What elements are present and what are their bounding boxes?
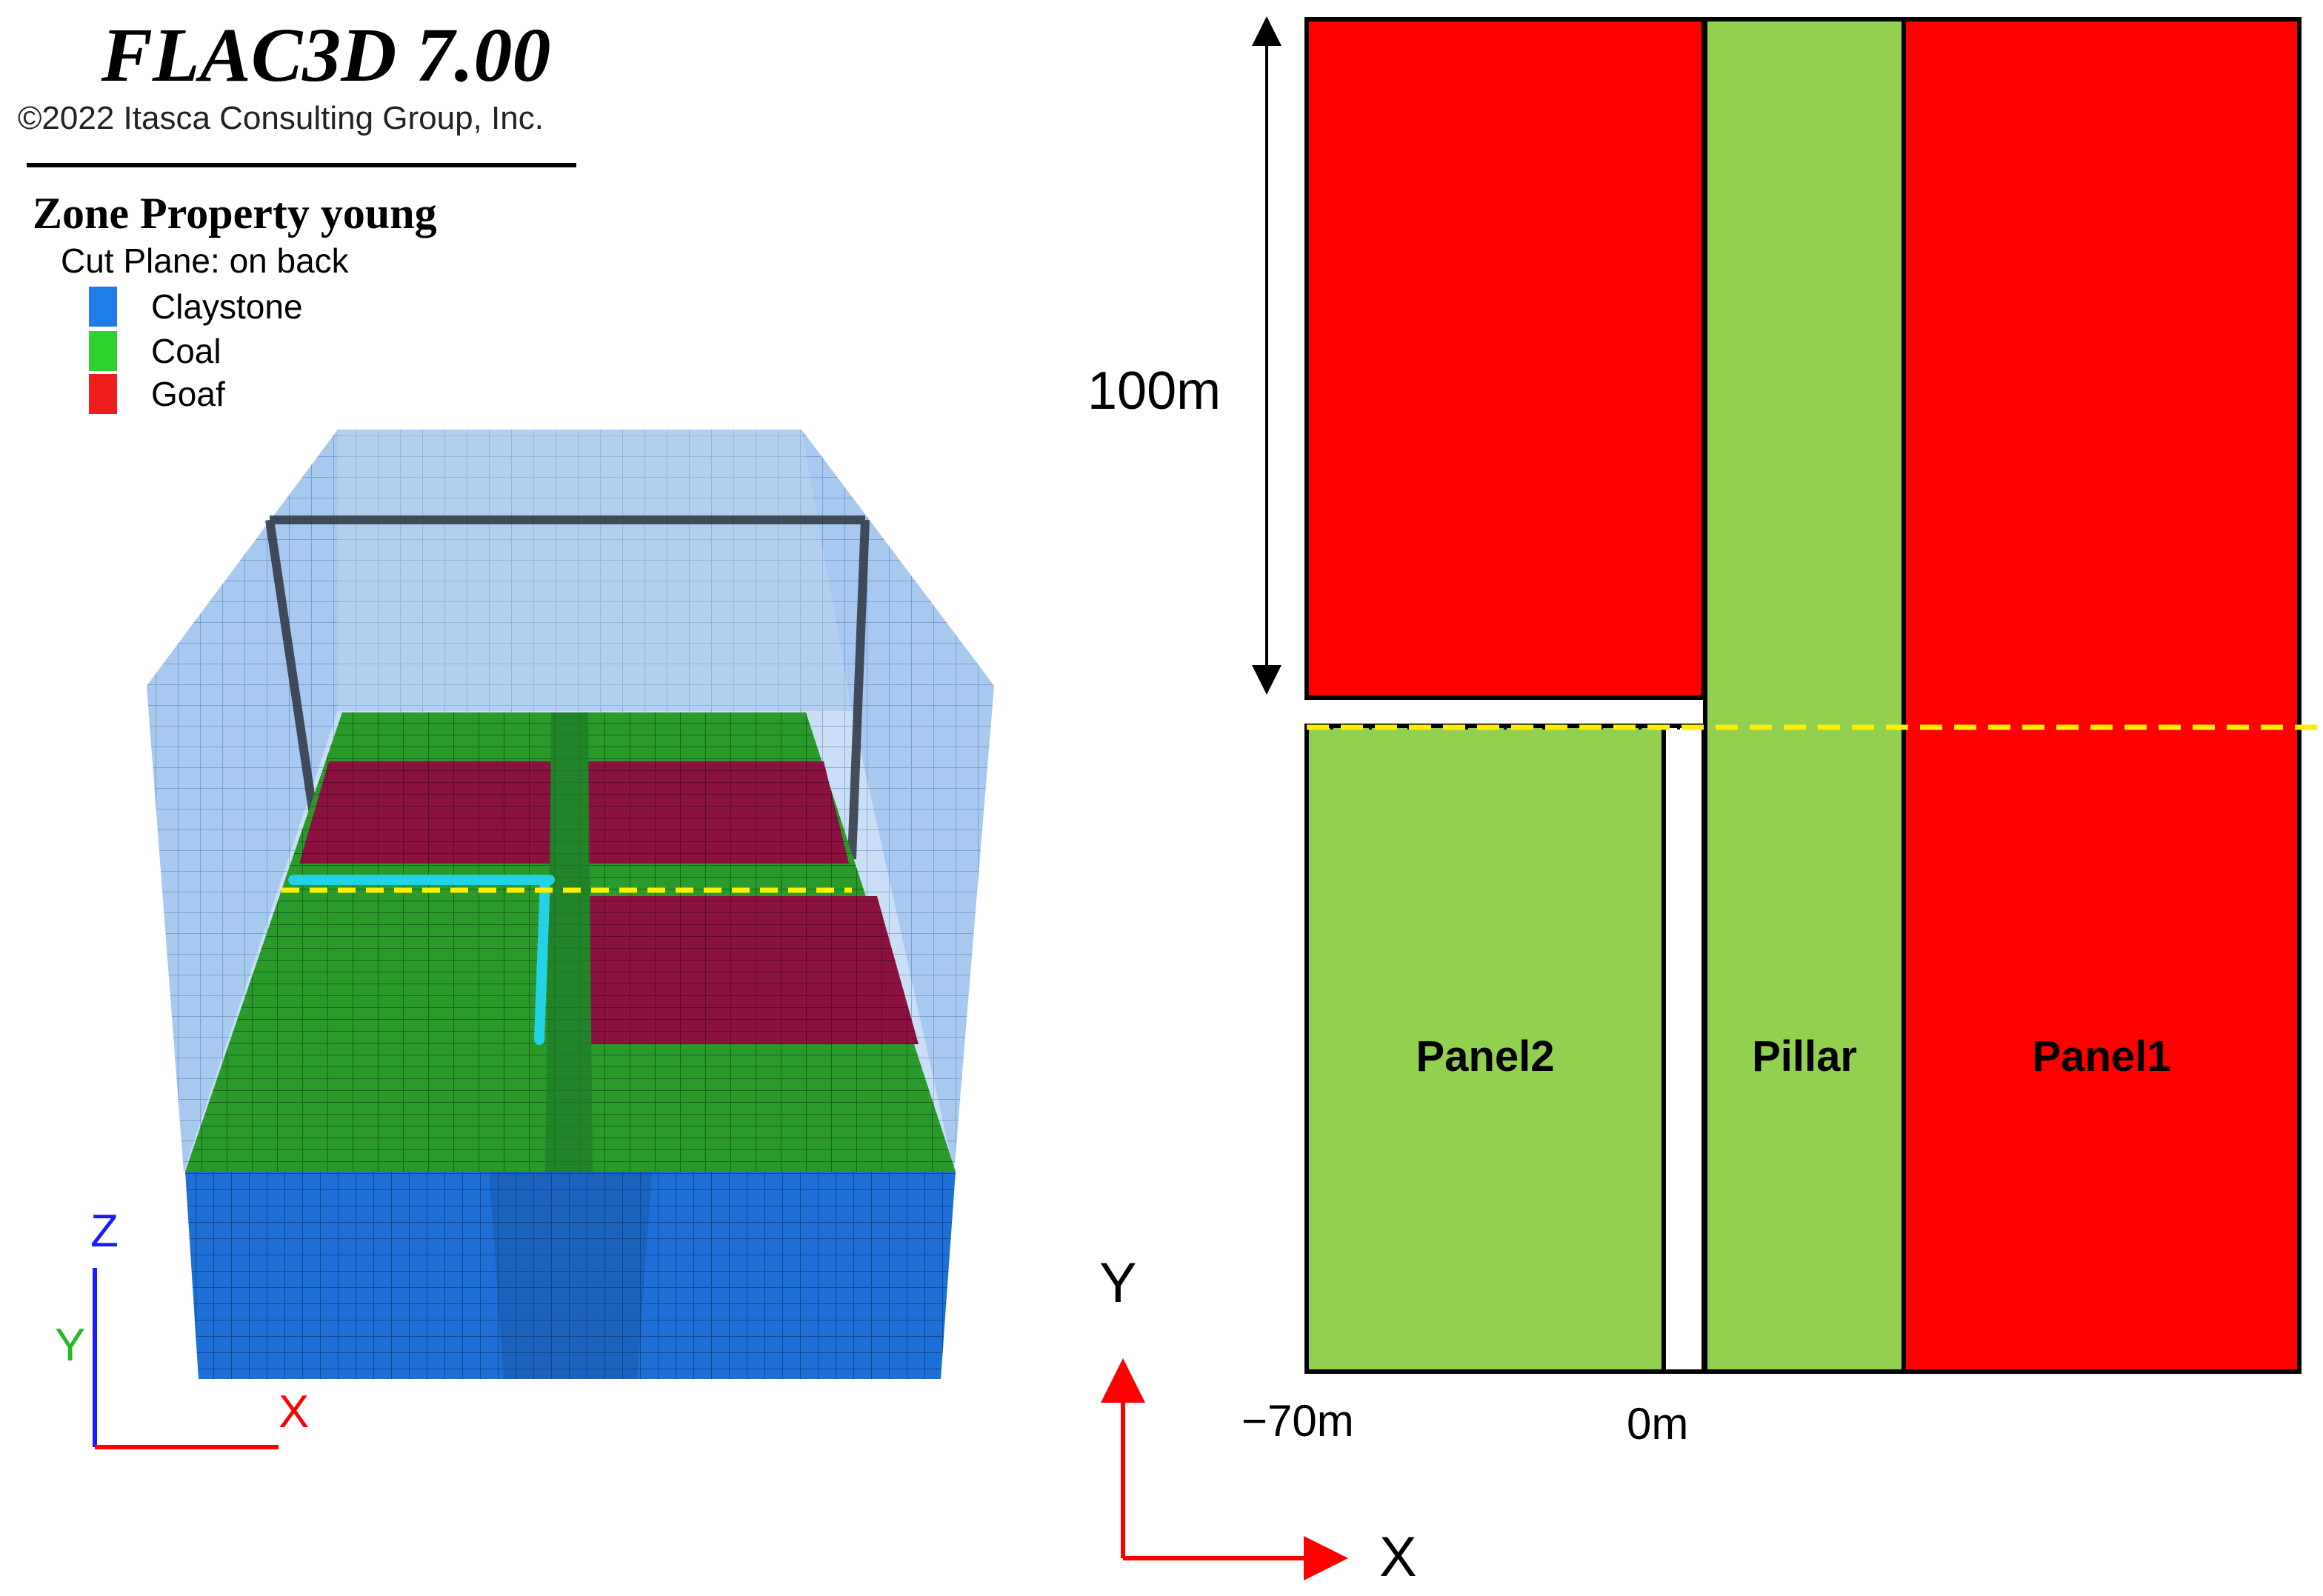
plan-view [1101,16,2319,1580]
roadway-gap [1662,724,1706,1374]
legend-item-claystone: Claystone [89,284,303,329]
legend-label-goaf: Goaf [151,375,225,413]
goaf-zone-back-left [299,761,551,864]
y-axis-label: Y [55,1320,86,1371]
goaf-zone-front-right [590,896,919,1044]
legend-swatch-goaf [89,374,117,414]
legend-label-claystone: Claystone [151,287,303,326]
header-divider [27,163,576,167]
legend-subtitle: Cut Plane: on back [61,241,349,280]
coal-pillar [1703,17,1906,1374]
app-title: FLAC3D 7.00 [101,13,551,98]
legend-item-coal: Coal [89,329,221,373]
z-axis-label: Z [90,1206,119,1257]
copyright-text: ©2022 Itasca Consulting Group, Inc. [18,100,544,136]
panel1-label: Panel1 [2032,1032,2171,1081]
length-label: 100m [1087,361,1222,421]
x-zero-label: 0m [1627,1399,1689,1449]
goaf-zone-back-right [588,761,849,864]
legend-label-coal: Coal [151,332,221,370]
axis-triad [93,1268,279,1449]
legend-swatch-coal [89,331,117,371]
x-neg-70m-label: −70m [1242,1396,1354,1446]
pillar-strip [545,712,593,1172]
x-axis-label: X [279,1386,310,1438]
claystone-base [185,1172,956,1379]
plan-y-label: Y [1099,1252,1137,1315]
goaf-upper-left [1304,17,1706,700]
panel2-label: Panel2 [1416,1032,1555,1081]
roadway-marker [288,875,555,1045]
goaf-panel1 [1902,17,2302,1374]
legend-swatch-claystone [89,287,117,327]
model-3d-view [93,430,994,1449]
plan-x-label: X [1379,1526,1417,1589]
legend-title: Zone Property young [33,189,437,238]
pillar-label: Pillar [1752,1032,1857,1081]
legend-item-goaf: Goaf [89,372,225,416]
